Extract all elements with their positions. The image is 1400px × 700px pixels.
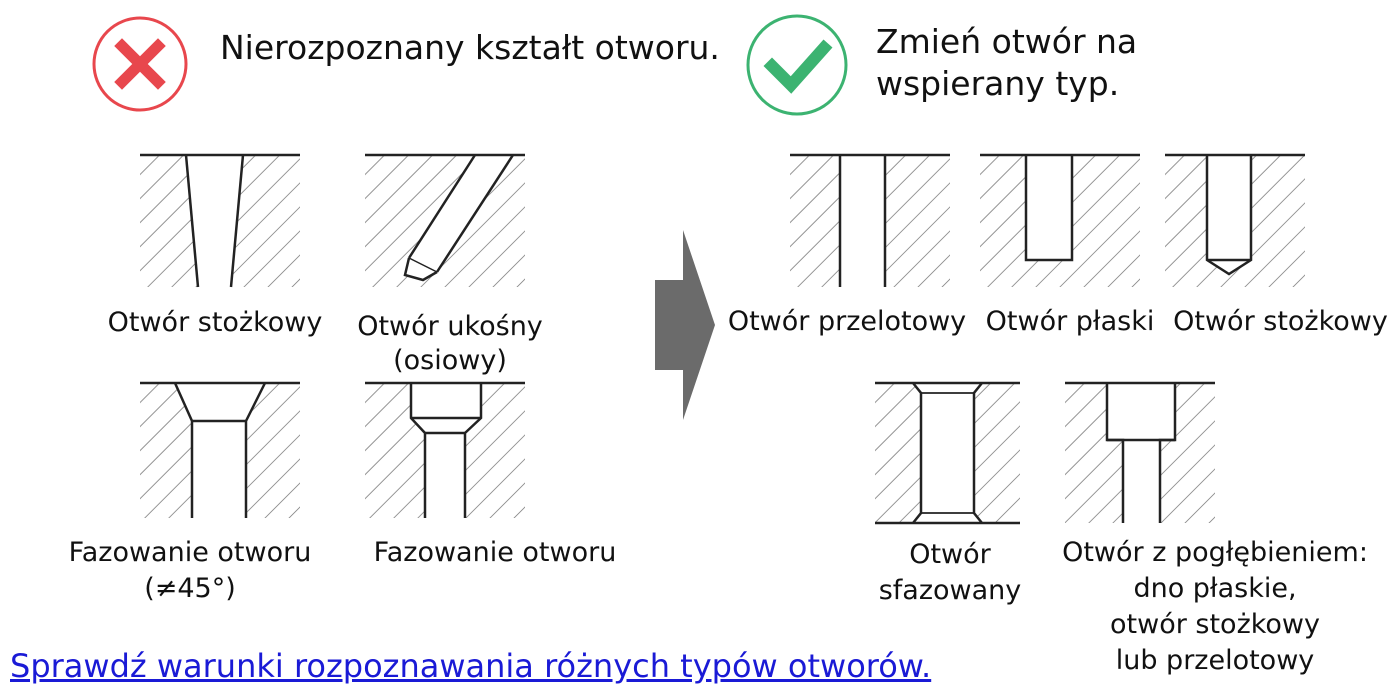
counterbore-chamfer-diagram (365, 381, 525, 518)
tapered-hole-label: Otwór stożkowy (107, 307, 323, 338)
chamfer-not-45-label-line1: Fazowanie otworu (68, 537, 312, 568)
counterbore-hole-label-line4: lub przelotowy (1115, 645, 1315, 676)
cone-hole-diagram (1165, 153, 1305, 287)
fix-message-line1: Zmień otwór na (876, 22, 1138, 61)
flat-hole-diagram (980, 153, 1140, 287)
counterbore-hole-label-line2: dno płaskie, (1133, 573, 1297, 604)
counterbore-hole-diagram (1065, 381, 1215, 523)
unrecognized-message: Nierozpoznany kształt otworu. (220, 28, 720, 67)
flat-hole-label: Otwór płaski (985, 306, 1155, 337)
tapered-hole-diagram (140, 153, 300, 288)
cone-hole-label: Otwór stożkowy (1173, 306, 1388, 337)
check-icon (746, 14, 848, 116)
oblique-hole-diagram (365, 153, 525, 287)
counterbore-hole-label-line3: otwór stożkowy (1110, 609, 1320, 640)
through-hole-diagram (790, 153, 950, 287)
chamfer-not-45-label-line2: (≠45°) (144, 573, 236, 604)
oblique-hole-label-line1: Otwór ukośny (357, 311, 543, 342)
chamfered-hole-diagram (875, 381, 1020, 525)
fix-message-line2: wspierany typ. (876, 64, 1120, 103)
arrow-right-icon (655, 230, 715, 420)
counterbore-hole-label-line1: Otwór z pogłębieniem: (1062, 537, 1368, 568)
through-hole-label: Otwór przelotowy (727, 306, 967, 337)
counterbore-chamfer-label: Fazowanie otworu (373, 537, 617, 568)
chamfered-hole-label-line1: Otwór (909, 539, 991, 570)
recognition-conditions-link[interactable]: Sprawdź warunki rozpoznawania różnych ty… (10, 647, 932, 685)
oblique-hole-label-line2: (osiowy) (393, 345, 507, 376)
cross-icon (92, 16, 188, 112)
chamfer-not-45-diagram (140, 381, 300, 518)
chamfered-hole-label-line2: sfazowany (878, 575, 1022, 606)
